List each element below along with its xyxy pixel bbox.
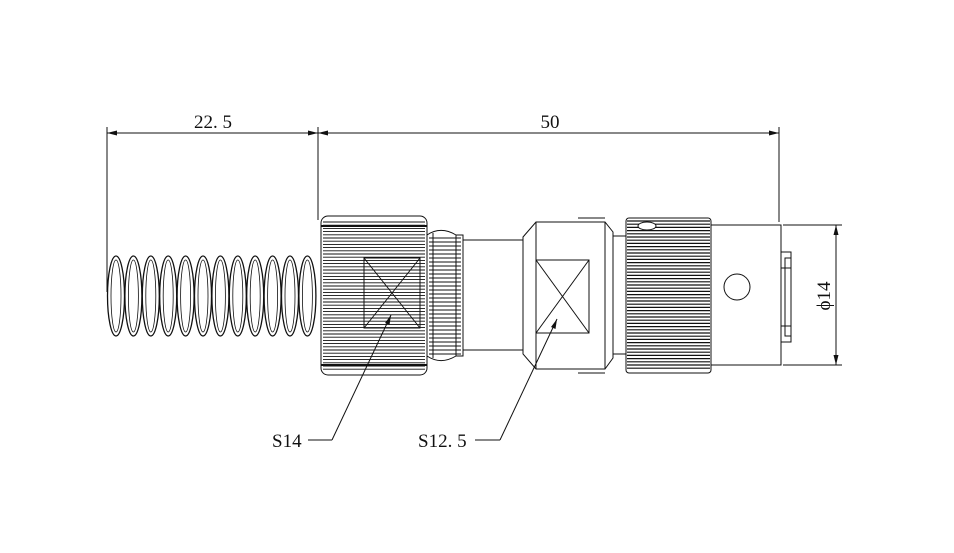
right-knurled-coupling [625,217,712,374]
right-coupling-knurling [627,220,710,369]
callout-text-middle-hex: S12. 5 [418,431,467,452]
front-sleeve [710,224,782,366]
middle-hex-nut [522,217,627,374]
connector-tip [780,251,792,343]
coupling-locator-mark [637,221,657,231]
dim-text-cable-length: 22. 5 [194,112,232,133]
dimension-diameter: ϕ14 [783,224,842,366]
callout-middle-hex: S12. 5 [418,318,558,452]
callout-text-left-nut: S14 [272,431,302,452]
callout-left-nut: S14 [272,314,392,452]
neck-threading [429,233,461,358]
dim-text-diameter: ϕ14 [814,281,835,311]
left-nut-knurling [321,221,427,370]
cable-spring [106,255,317,337]
dim-text-body-length: 50 [541,112,560,133]
threaded-neck [426,230,524,361]
left-knurled-nut [320,215,428,376]
dimension-body-length: 50 [318,112,780,222]
sleeve-hole [723,273,751,301]
